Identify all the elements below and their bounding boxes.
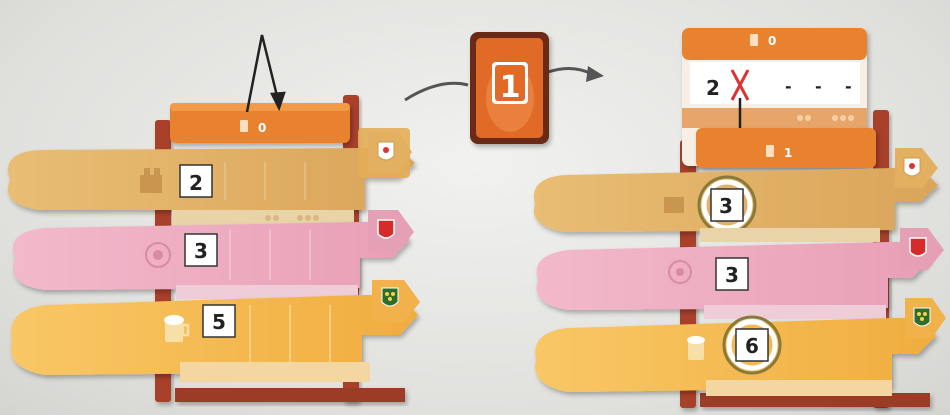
left-header-value: 0 (258, 121, 266, 135)
red-shield-icon (378, 220, 394, 238)
left-track-1-value: 2 (189, 171, 203, 195)
insert-arrow (247, 35, 284, 112)
right-header-value: 1 (784, 146, 792, 160)
beer-mug-icon (687, 336, 705, 360)
left-track-3-value: 5 (212, 310, 226, 334)
pulled-card-dash-2: - (815, 77, 822, 96)
white-shield-icon (904, 158, 920, 176)
pulled-card-dash-3: - (845, 77, 852, 96)
left-board: 0 2 3 (8, 35, 420, 402)
left-track-2-value: 3 (194, 239, 208, 263)
right-track-3-value: 6 (745, 334, 759, 358)
green-shield-icon (914, 308, 930, 326)
right-board: 0 2 - - - 1 3 (534, 28, 946, 408)
pulled-card-header-value: 0 (768, 34, 776, 48)
pulled-card-row-first: 2 (706, 76, 720, 100)
red-shield-icon (910, 238, 926, 256)
pulled-card-dash-1: - (785, 77, 792, 96)
castle-icon (664, 197, 684, 213)
green-shield-icon (382, 288, 398, 306)
curved-arrow-out (548, 68, 592, 74)
white-shield-icon (378, 142, 394, 160)
curved-arrow-in (405, 83, 468, 100)
right-track-2-value: 3 (725, 263, 739, 287)
center-card-group: 1 (405, 32, 604, 144)
right-track-1-value: 3 (719, 194, 733, 218)
action-card-value: 1 (500, 70, 521, 105)
